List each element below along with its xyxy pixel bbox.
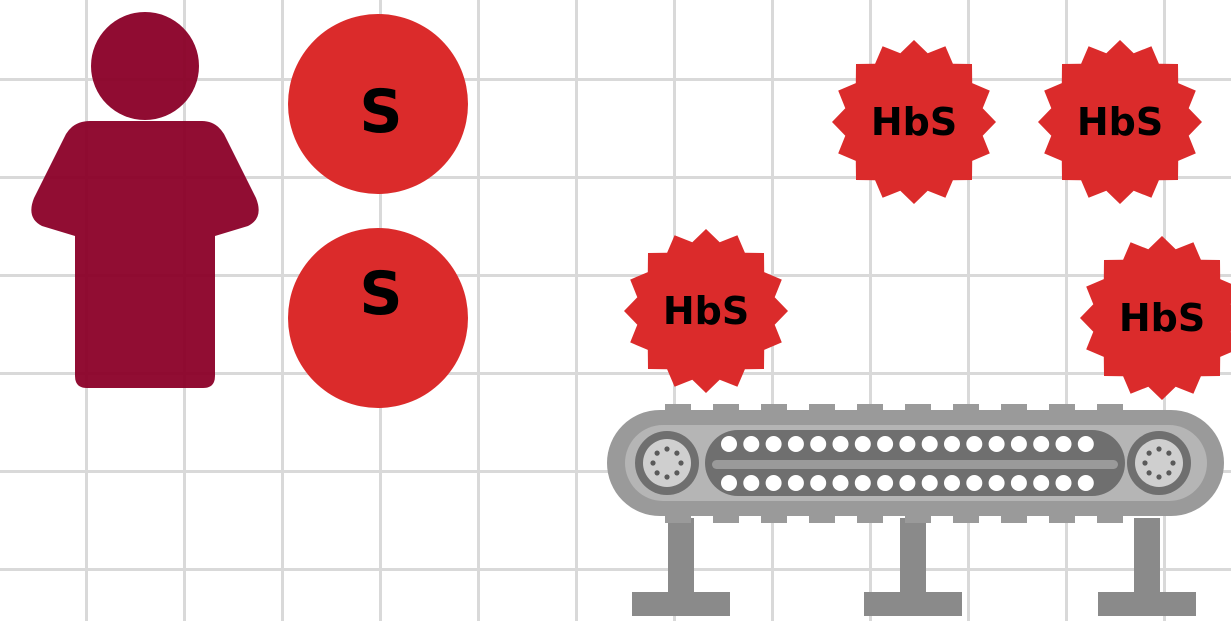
protein-badge: HbS <box>832 40 996 204</box>
protein-badge: HbS <box>1080 236 1231 400</box>
belt-roller-dot <box>899 475 916 491</box>
belt-roller-dot <box>1077 475 1094 491</box>
belt-roller-dot <box>921 475 938 491</box>
belt-roller-dot <box>832 436 849 452</box>
belt-roller-dot <box>765 475 782 491</box>
allele-circle <box>288 228 468 408</box>
belt-roller-dot <box>743 436 760 452</box>
protein-label: HbS <box>1077 100 1163 144</box>
belt-roller-dot <box>944 475 960 491</box>
roller-bolt <box>1166 450 1172 456</box>
starburst-shape <box>624 229 788 393</box>
starburst-shape <box>1080 236 1231 400</box>
protein-label: HbS <box>663 289 749 333</box>
protein-label: HbS <box>1119 296 1205 340</box>
protein-badge: HbS <box>624 229 788 393</box>
protein-badge: HbS <box>1038 40 1202 204</box>
belt-roller-dot <box>721 436 737 452</box>
belt-roller-dot <box>765 436 782 452</box>
belt-roller-dot <box>966 475 983 491</box>
belt-roller-dot <box>1033 475 1050 491</box>
belt-roller-dot <box>921 436 938 452</box>
roller-bolt <box>1156 446 1162 452</box>
belt-roller-dot <box>988 436 1005 452</box>
belt-roller-dot <box>1055 436 1072 452</box>
belt-roller-dot <box>1010 436 1027 452</box>
belt-roller-dot <box>721 475 737 491</box>
belt-roller-dot <box>1055 475 1072 491</box>
roller-bolt <box>1146 470 1152 476</box>
person-icon <box>31 12 259 388</box>
allele-label: S <box>359 259 402 329</box>
roller-bolt <box>654 470 660 476</box>
roller-bolt <box>674 470 680 476</box>
roller-bolt <box>664 446 670 452</box>
belt-roller-dot <box>743 475 760 491</box>
roller-bolt <box>1142 460 1148 466</box>
belt-roller-dot <box>1010 475 1027 491</box>
roller-bolt <box>650 460 656 466</box>
allele-label: S <box>359 77 402 147</box>
roller-bolt <box>674 450 680 456</box>
roller-bolt <box>1146 450 1152 456</box>
belt-roller-dot <box>832 475 849 491</box>
roller-bolt <box>1170 460 1176 466</box>
belt-roller-dot <box>877 475 894 491</box>
belt-roller-dot <box>1033 436 1050 452</box>
belt-roller-dot <box>1077 436 1094 452</box>
belt-roller-dot <box>988 475 1005 491</box>
allele-2: S <box>288 228 468 408</box>
belt-roller-dot <box>810 475 827 491</box>
roller-bolt <box>1166 470 1172 476</box>
belt-roller-dot <box>854 475 871 491</box>
roller-bolt <box>664 474 670 480</box>
belt-roller-dot <box>966 436 983 452</box>
belt-roller-dot <box>810 436 827 452</box>
belt-roller-dot <box>944 436 960 452</box>
belt-roller-dot <box>854 436 871 452</box>
roller-bolt <box>678 460 684 466</box>
belt-roller-dot <box>899 436 916 452</box>
protein-label: HbS <box>871 100 957 144</box>
belt-roller-dot <box>787 436 804 452</box>
roller-bolt <box>654 450 660 456</box>
starburst-shape <box>1038 40 1202 204</box>
allele-1: S <box>288 14 468 194</box>
allele-circle <box>288 14 468 194</box>
belt-roller-dot <box>877 436 894 452</box>
roller-bolt <box>1156 474 1162 480</box>
conveyor-belt-icon <box>607 404 1224 616</box>
starburst-shape <box>832 40 996 204</box>
belt-roller-dot <box>787 475 804 491</box>
